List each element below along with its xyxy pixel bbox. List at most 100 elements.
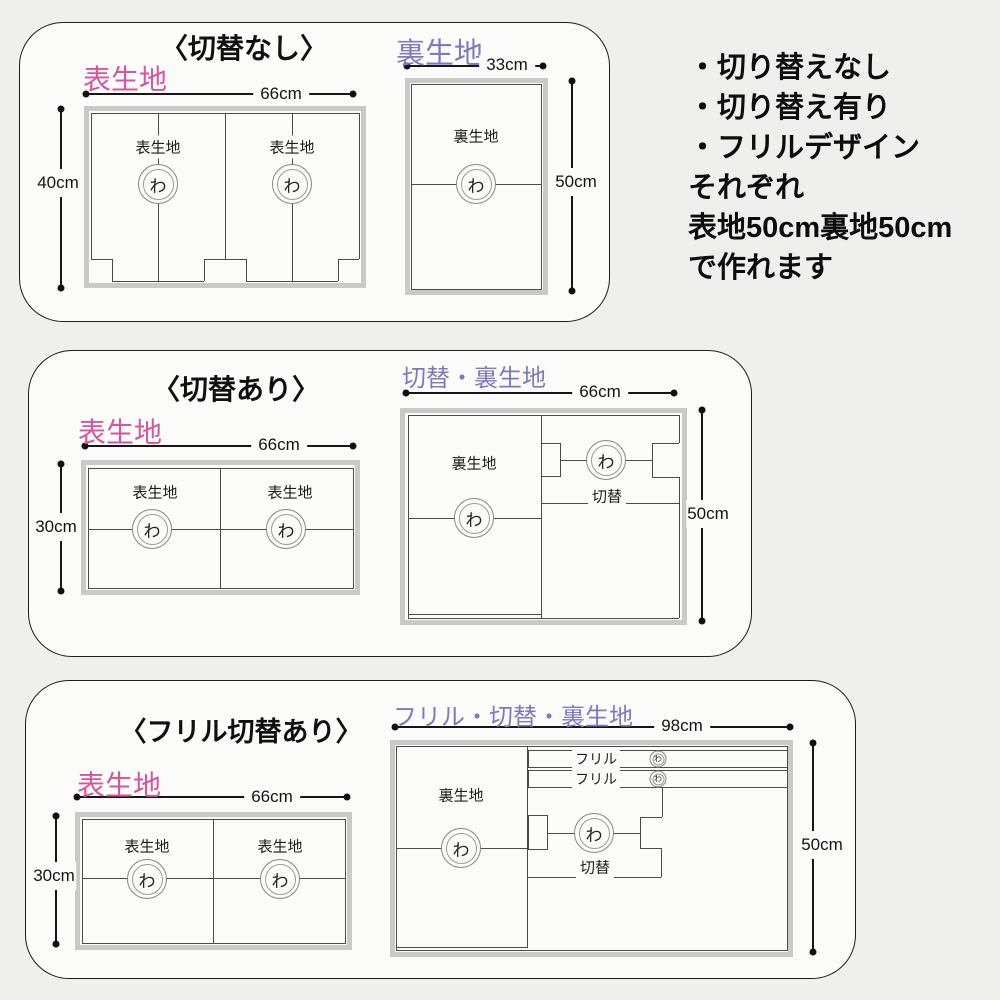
panel3-fabric-label: 表生地 (77, 770, 162, 801)
panel2-fabric-width: 66cm (251, 435, 307, 455)
piece-label: 表生地 (120, 834, 174, 858)
note-line: 表地50cm裏地50cm (688, 212, 953, 244)
fold-line (548, 833, 575, 835)
frill-label: フリル (572, 749, 620, 769)
piece-line (652, 443, 654, 477)
panel3-lining-width: 98cm (654, 716, 710, 736)
fold-mark-circle: わ (272, 164, 312, 204)
dim-dot (349, 90, 357, 98)
piece-line (652, 443, 679, 445)
piece-label: 裏生地 (447, 451, 501, 475)
dim-dot (73, 793, 81, 801)
panel1-lining-width: 33cm (479, 55, 535, 75)
switch-piece-label: 切替 (575, 855, 615, 879)
dim-dot (809, 739, 817, 747)
piece-label: 表生地 (265, 135, 319, 159)
piece-line (112, 281, 204, 283)
panel1-fabric-width: 66cm (253, 84, 309, 104)
panel2-lining-height: 50cm (686, 500, 730, 528)
fold-mark-circle: わ (456, 164, 496, 204)
dim-dot (52, 940, 60, 948)
note-line: それぞれ (688, 172, 805, 204)
fold-mark-circle: わ (574, 813, 614, 853)
frill-label: フリル (572, 769, 620, 789)
panel1-title: 〈切替なし〉 (159, 33, 329, 64)
dim-dot (539, 62, 547, 70)
dim-dot (786, 723, 794, 731)
piece-label: 表生地 (131, 135, 185, 159)
piece-line (91, 113, 93, 259)
fold-mark-circle: わ (586, 440, 626, 480)
fold-mark-circle: わ (260, 859, 300, 899)
piece-line (661, 848, 663, 877)
note-line: ・切り替え有り (688, 92, 892, 124)
fabric-sheet-border (84, 106, 366, 288)
fold-line (82, 878, 346, 880)
panel3-fabric-width: 66cm (244, 787, 300, 807)
panel2-fabric-label: 表生地 (78, 417, 163, 448)
panel1-fabric-height: 40cm (36, 169, 80, 197)
dim-dot (809, 948, 817, 956)
fold-mark-circle: わ (454, 498, 494, 538)
panel3-lining-height: 50cm (800, 831, 844, 859)
fold-line (625, 460, 652, 462)
dim-dot (403, 62, 411, 70)
notch-tab (528, 815, 548, 850)
panel3-lining-label: フリル・切替・裏生地 (393, 704, 633, 731)
dim-dot (568, 77, 576, 85)
dim-line (406, 65, 544, 67)
notch-tab (541, 443, 561, 477)
dim-dot (402, 389, 410, 397)
fold-mark: わ (277, 521, 295, 541)
fold-mark-circle: わ (138, 164, 178, 204)
dim-line (405, 392, 675, 394)
piece-label: 表生地 (253, 834, 307, 858)
fold-mark: わ (452, 840, 470, 860)
panel1-fabric-label: 表生地 (83, 64, 168, 95)
piece-label: 裏生地 (434, 783, 488, 807)
piece-line (640, 848, 661, 850)
piece-line (91, 259, 112, 261)
piece-line (246, 259, 248, 281)
dim-line (86, 93, 353, 95)
dim-line (76, 796, 348, 798)
piece-line (246, 281, 338, 283)
piece-divider-line (541, 415, 543, 618)
fold-line (561, 460, 588, 462)
dim-dot (57, 460, 65, 468)
note-line: ・フリルデザイン (688, 132, 921, 164)
fold-mark: わ (654, 774, 662, 784)
fold-mark: わ (597, 452, 615, 472)
fold-line (613, 833, 640, 835)
piece-line (204, 259, 206, 281)
dim-dot (57, 284, 65, 292)
panel3-title: 〈フリル切替あり〉 (119, 717, 363, 747)
lining-sheet-border (405, 78, 548, 295)
panel2-title: 〈切替あり〉 (151, 374, 321, 405)
lining-piece-outline (411, 84, 542, 290)
dim-dot (391, 723, 399, 731)
panel-frill-switch (25, 680, 856, 979)
panel2-lining-width: 66cm (572, 382, 628, 402)
piece-line (679, 477, 681, 618)
piece-line (408, 618, 679, 620)
piece-label: 表生地 (263, 480, 317, 504)
lining-sheet-border (390, 740, 793, 957)
piece-label: 表生地 (128, 480, 182, 504)
dim-dot (81, 442, 89, 450)
lining-sheet-border (400, 408, 687, 625)
fold-mark: わ (283, 176, 301, 196)
piece-line (112, 259, 114, 281)
panel2-lining-label: 切替・裏生地 (402, 365, 546, 392)
fold-mark: わ (585, 825, 603, 845)
panel1-lining-height: 50cm (554, 168, 598, 196)
dim-dot (698, 617, 706, 625)
piece-line (408, 415, 679, 417)
piece-line (338, 259, 359, 261)
lining-piece-outline (396, 746, 528, 948)
piece-line (338, 259, 340, 281)
switch-piece-label: 切替 (587, 484, 627, 508)
piece-line (662, 788, 664, 817)
panel1-lining-label: 裏生地 (396, 38, 484, 70)
